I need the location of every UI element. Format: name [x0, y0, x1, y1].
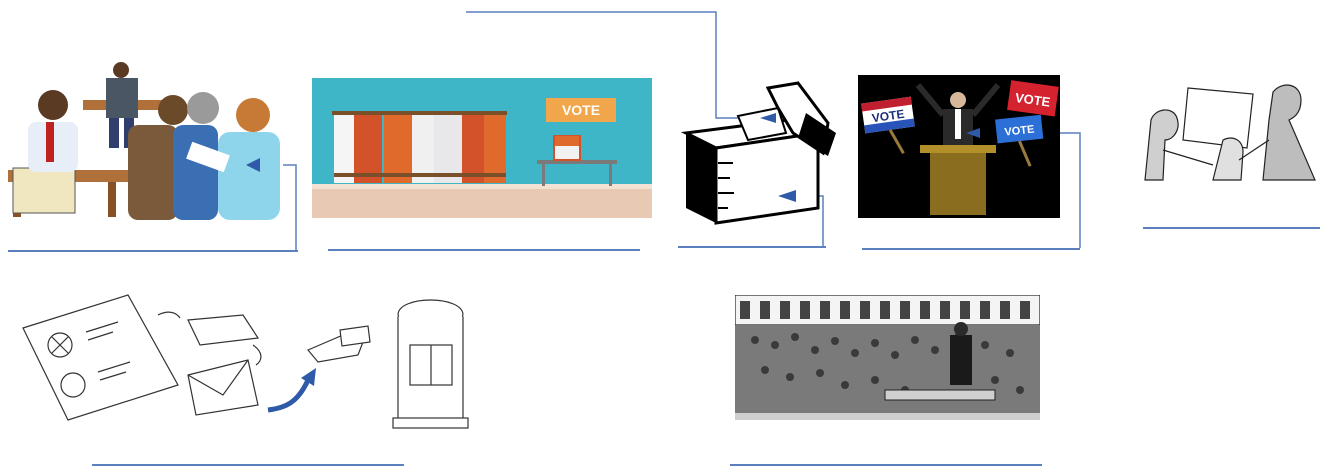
- canvassing-sketch: [1143, 80, 1321, 190]
- postal-vote-sketch: [18, 290, 488, 440]
- vote-banner-text: VOTE: [562, 102, 600, 118]
- parliament-engraving: [735, 295, 1040, 425]
- ballot-box-clipart: [678, 78, 838, 228]
- candidate-rally-clipart: VOTE VOTE VOTE: [858, 75, 1060, 218]
- curved-arrow-icon: [268, 380, 308, 410]
- polling-station-clipart: [8, 60, 283, 220]
- voting-booths-clipart: VOTE: [312, 78, 652, 218]
